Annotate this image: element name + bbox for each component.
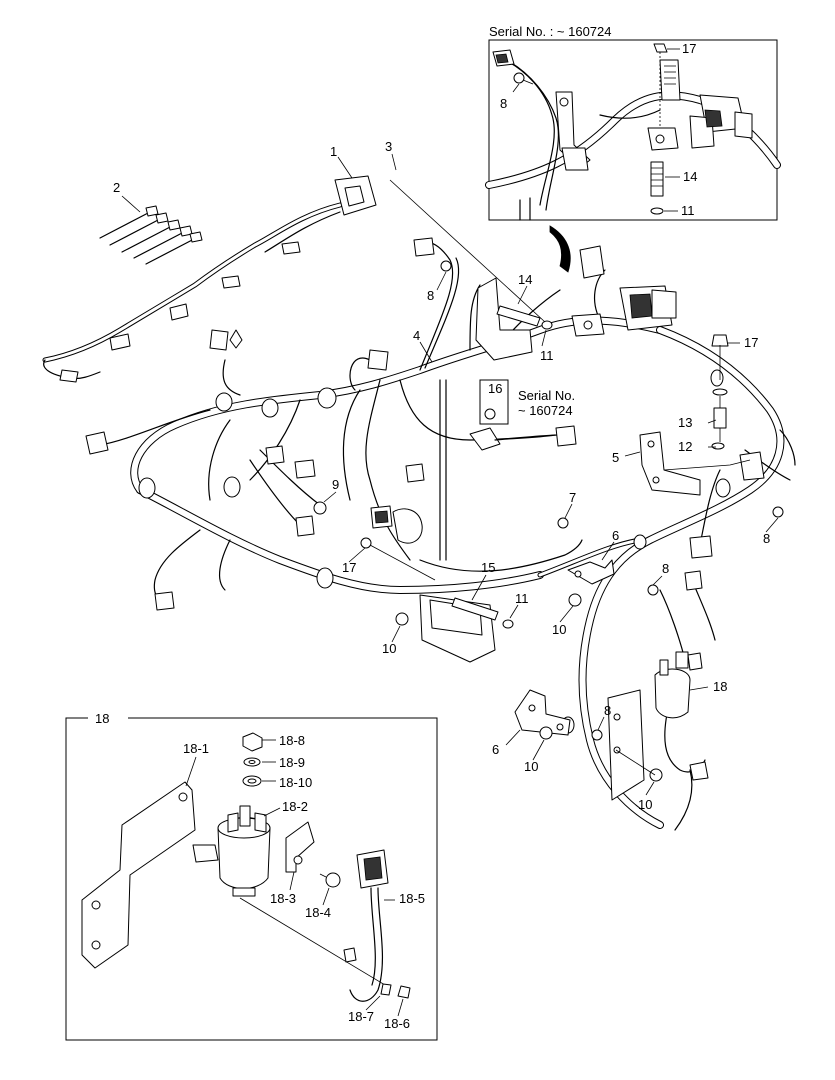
label-17-left: 17 <box>342 560 356 575</box>
label-2: 2 <box>113 180 120 195</box>
inset-bottom-label-18-7: 18-7 <box>348 1009 374 1024</box>
label-3: 3 <box>385 139 392 154</box>
label-8-right: 8 <box>763 531 770 546</box>
label-11-upper: 11 <box>540 348 554 363</box>
inset-bottom-label-18-2: 18-2 <box>282 799 308 814</box>
label-10-right: 10 <box>638 797 652 812</box>
label-8-lower: 8 <box>604 703 611 718</box>
label-13: 13 <box>678 415 692 430</box>
label-15: 15 <box>481 560 495 575</box>
inset-top-label-17: 17 <box>682 41 696 56</box>
cable-ties <box>99 205 203 265</box>
main-wiring-harness <box>42 175 796 831</box>
inset-top-label-14: 14 <box>683 169 697 184</box>
label-4: 4 <box>413 328 420 343</box>
label-9: 9 <box>332 477 339 492</box>
label-14: 14 <box>518 272 532 287</box>
inset-bottom-label-18-1: 18-1 <box>183 741 209 756</box>
label-17-right: 17 <box>744 335 758 350</box>
inset-bottom-label-18-6: 18-6 <box>384 1016 410 1031</box>
label-10-left: 10 <box>382 641 396 656</box>
label-11-lower: 11 <box>515 591 529 606</box>
label-10-mid: 10 <box>552 622 566 637</box>
inset-bottom-relay-detail: 18 <box>65 710 438 1041</box>
label-8-mid: 8 <box>662 561 669 576</box>
label-6-middle: 6 <box>612 528 619 543</box>
bolt-group <box>313 334 784 782</box>
inset-bottom-label-18-5: 18-5 <box>399 891 425 906</box>
label-1: 1 <box>330 144 337 159</box>
label-12: 12 <box>678 439 692 454</box>
label-10-lower: 10 <box>524 759 538 774</box>
label-5: 5 <box>612 450 619 465</box>
inset-top-label-8: 8 <box>500 96 507 111</box>
label-8-upper: 8 <box>427 288 434 303</box>
inset-callout-arrow <box>549 225 571 273</box>
label-6-lower: 6 <box>492 742 499 757</box>
inset-bottom-label-18-4: 18-4 <box>305 905 331 920</box>
serial-note-line1: Serial No. <box>518 388 575 403</box>
inset-top-title: Serial No. : ~ 160724 <box>489 24 612 39</box>
inset-top-label-11: 11 <box>681 203 695 218</box>
inset-bottom-label-18-3: 18-3 <box>270 891 296 906</box>
label-7: 7 <box>569 490 576 505</box>
inset-bottom-label-18-8: 18-8 <box>279 733 305 748</box>
main-labels: 1 2 3 4 8 14 11 17 16 Serial No. ~ 16072… <box>113 139 779 812</box>
serial-note-line2: ~ 160724 <box>518 403 573 418</box>
label-16: 16 <box>488 381 502 396</box>
label-18: 18 <box>713 679 727 694</box>
inset-top-serial-variant: Serial No. : ~ 160724 <box>485 24 781 221</box>
inset-bottom-label-18-10: 18-10 <box>279 775 312 790</box>
inset-bottom-label-18-9: 18-9 <box>279 755 305 770</box>
inset-bottom-title: 18 <box>95 711 109 726</box>
